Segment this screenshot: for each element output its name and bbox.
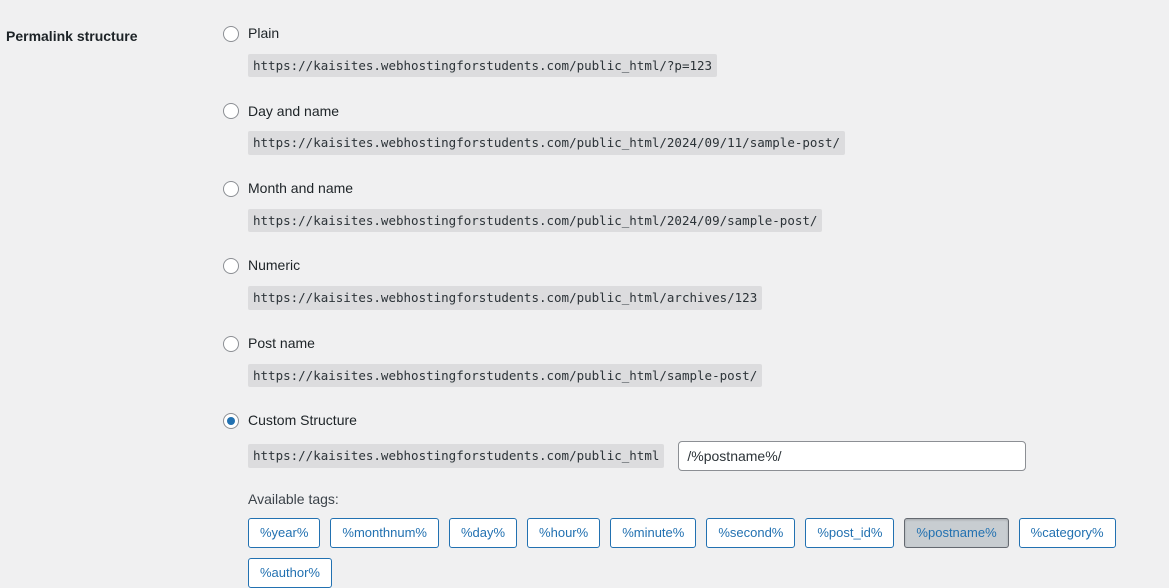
permalink-option-day-and-name-label[interactable]: Day and name — [248, 102, 340, 119]
permalink-example-url-month-and-name: https://kaisites.webhostingforstudents.c… — [248, 208, 823, 233]
permalink-option-post-name-head[interactable]: Post name — [223, 334, 1169, 354]
permalink-option-month-and-name-head[interactable]: Month and name — [223, 179, 1169, 199]
tag-button-second[interactable]: %second% — [706, 517, 796, 548]
custom-structure-row: https://kaisites.webhostingforstudents.c… — [223, 440, 1169, 471]
permalink-option-day-and-name-example: https://kaisites.webhostingforstudents.c… — [223, 131, 1169, 155]
permalink-option-day-and-name-head[interactable]: Day and name — [223, 101, 1169, 121]
permalink-option-post-name-label[interactable]: Post name — [248, 334, 315, 351]
permalink-option-custom-structure-head[interactable]: Custom Structure — [223, 411, 1169, 431]
permalink-option-numeric-example: https://kaisites.webhostingforstudents.c… — [223, 286, 1169, 310]
permalink-option-numeric-label[interactable]: Numeric — [248, 257, 301, 274]
custom-structure-prefix: https://kaisites.webhostingforstudents.c… — [248, 444, 665, 468]
tag-button-category[interactable]: %category% — [1018, 517, 1116, 548]
permalink-example-url-post-name: https://kaisites.webhostingforstudents.c… — [248, 363, 763, 387]
tag-button-day[interactable]: %day% — [448, 517, 518, 548]
tag-button-postname[interactable]: %postname% — [904, 517, 1009, 548]
permalink-option-custom-structure-label[interactable]: Custom Structure — [248, 412, 357, 429]
tag-button-minute[interactable]: %minute% — [610, 517, 697, 548]
available-tags-button-group: %year% %monthnum% %day% %hour% %minute% … — [223, 517, 1169, 588]
permalink-option-numeric-head[interactable]: Numeric — [223, 256, 1169, 276]
custom-structure-input[interactable] — [678, 440, 1027, 471]
radio-post-name[interactable] — [223, 335, 239, 352]
available-tags-label: Available tags: — [248, 490, 339, 507]
tag-button-post-id[interactable]: %post_id% — [805, 517, 895, 548]
tag-button-hour[interactable]: %hour% — [527, 517, 601, 548]
permalink-option-numeric: Numeric https://kaisites.webhostingforst… — [223, 256, 1169, 310]
permalink-option-month-and-name: Month and name https://kaisites.webhosti… — [223, 179, 1169, 233]
radio-day-and-name[interactable] — [223, 103, 239, 120]
radio-plain[interactable] — [223, 26, 239, 42]
radio-month-and-name[interactable] — [223, 180, 239, 197]
permalink-example-url-day-and-name: https://kaisites.webhostingforstudents.c… — [248, 131, 845, 155]
tag-button-author[interactable]: %author% — [248, 557, 332, 588]
permalink-option-post-name-example: https://kaisites.webhostingforstudents.c… — [223, 363, 1169, 387]
permalink-option-day-and-name: Day and name https://kaisites.webhosting… — [223, 101, 1169, 155]
permalink-option-plain-head[interactable]: Plain — [223, 24, 1169, 44]
radio-custom-structure[interactable] — [223, 412, 239, 429]
permalink-option-month-and-name-example: https://kaisites.webhostingforstudents.c… — [223, 208, 1169, 233]
permalink-option-plain-label[interactable]: Plain — [248, 25, 280, 42]
permalink-example-url-numeric: https://kaisites.webhostingforstudents.c… — [248, 286, 763, 310]
permalink-structure-label: Permalink structure — [6, 28, 138, 44]
permalink-option-plain-example: https://kaisites.webhostingforstudents.c… — [223, 54, 1169, 78]
permalink-options-fieldset: Plain https://kaisites.webhostingforstud… — [223, 24, 1169, 588]
permalink-option-post-name: Post name https://kaisites.webhostingfor… — [223, 334, 1169, 387]
permalink-option-month-and-name-label[interactable]: Month and name — [248, 179, 354, 196]
tag-button-monthnum[interactable]: %monthnum% — [330, 517, 439, 548]
permalink-option-custom-structure: Custom Structure https://kaisites.webhos… — [223, 411, 1169, 588]
permalink-structure-field-body: Plain https://kaisites.webhostingforstud… — [210, 24, 1169, 588]
radio-numeric[interactable] — [223, 258, 239, 275]
permalink-option-plain: Plain https://kaisites.webhostingforstud… — [223, 24, 1169, 78]
tag-button-year[interactable]: %year% — [248, 517, 321, 548]
permalink-example-url-plain: https://kaisites.webhostingforstudents.c… — [248, 54, 718, 78]
